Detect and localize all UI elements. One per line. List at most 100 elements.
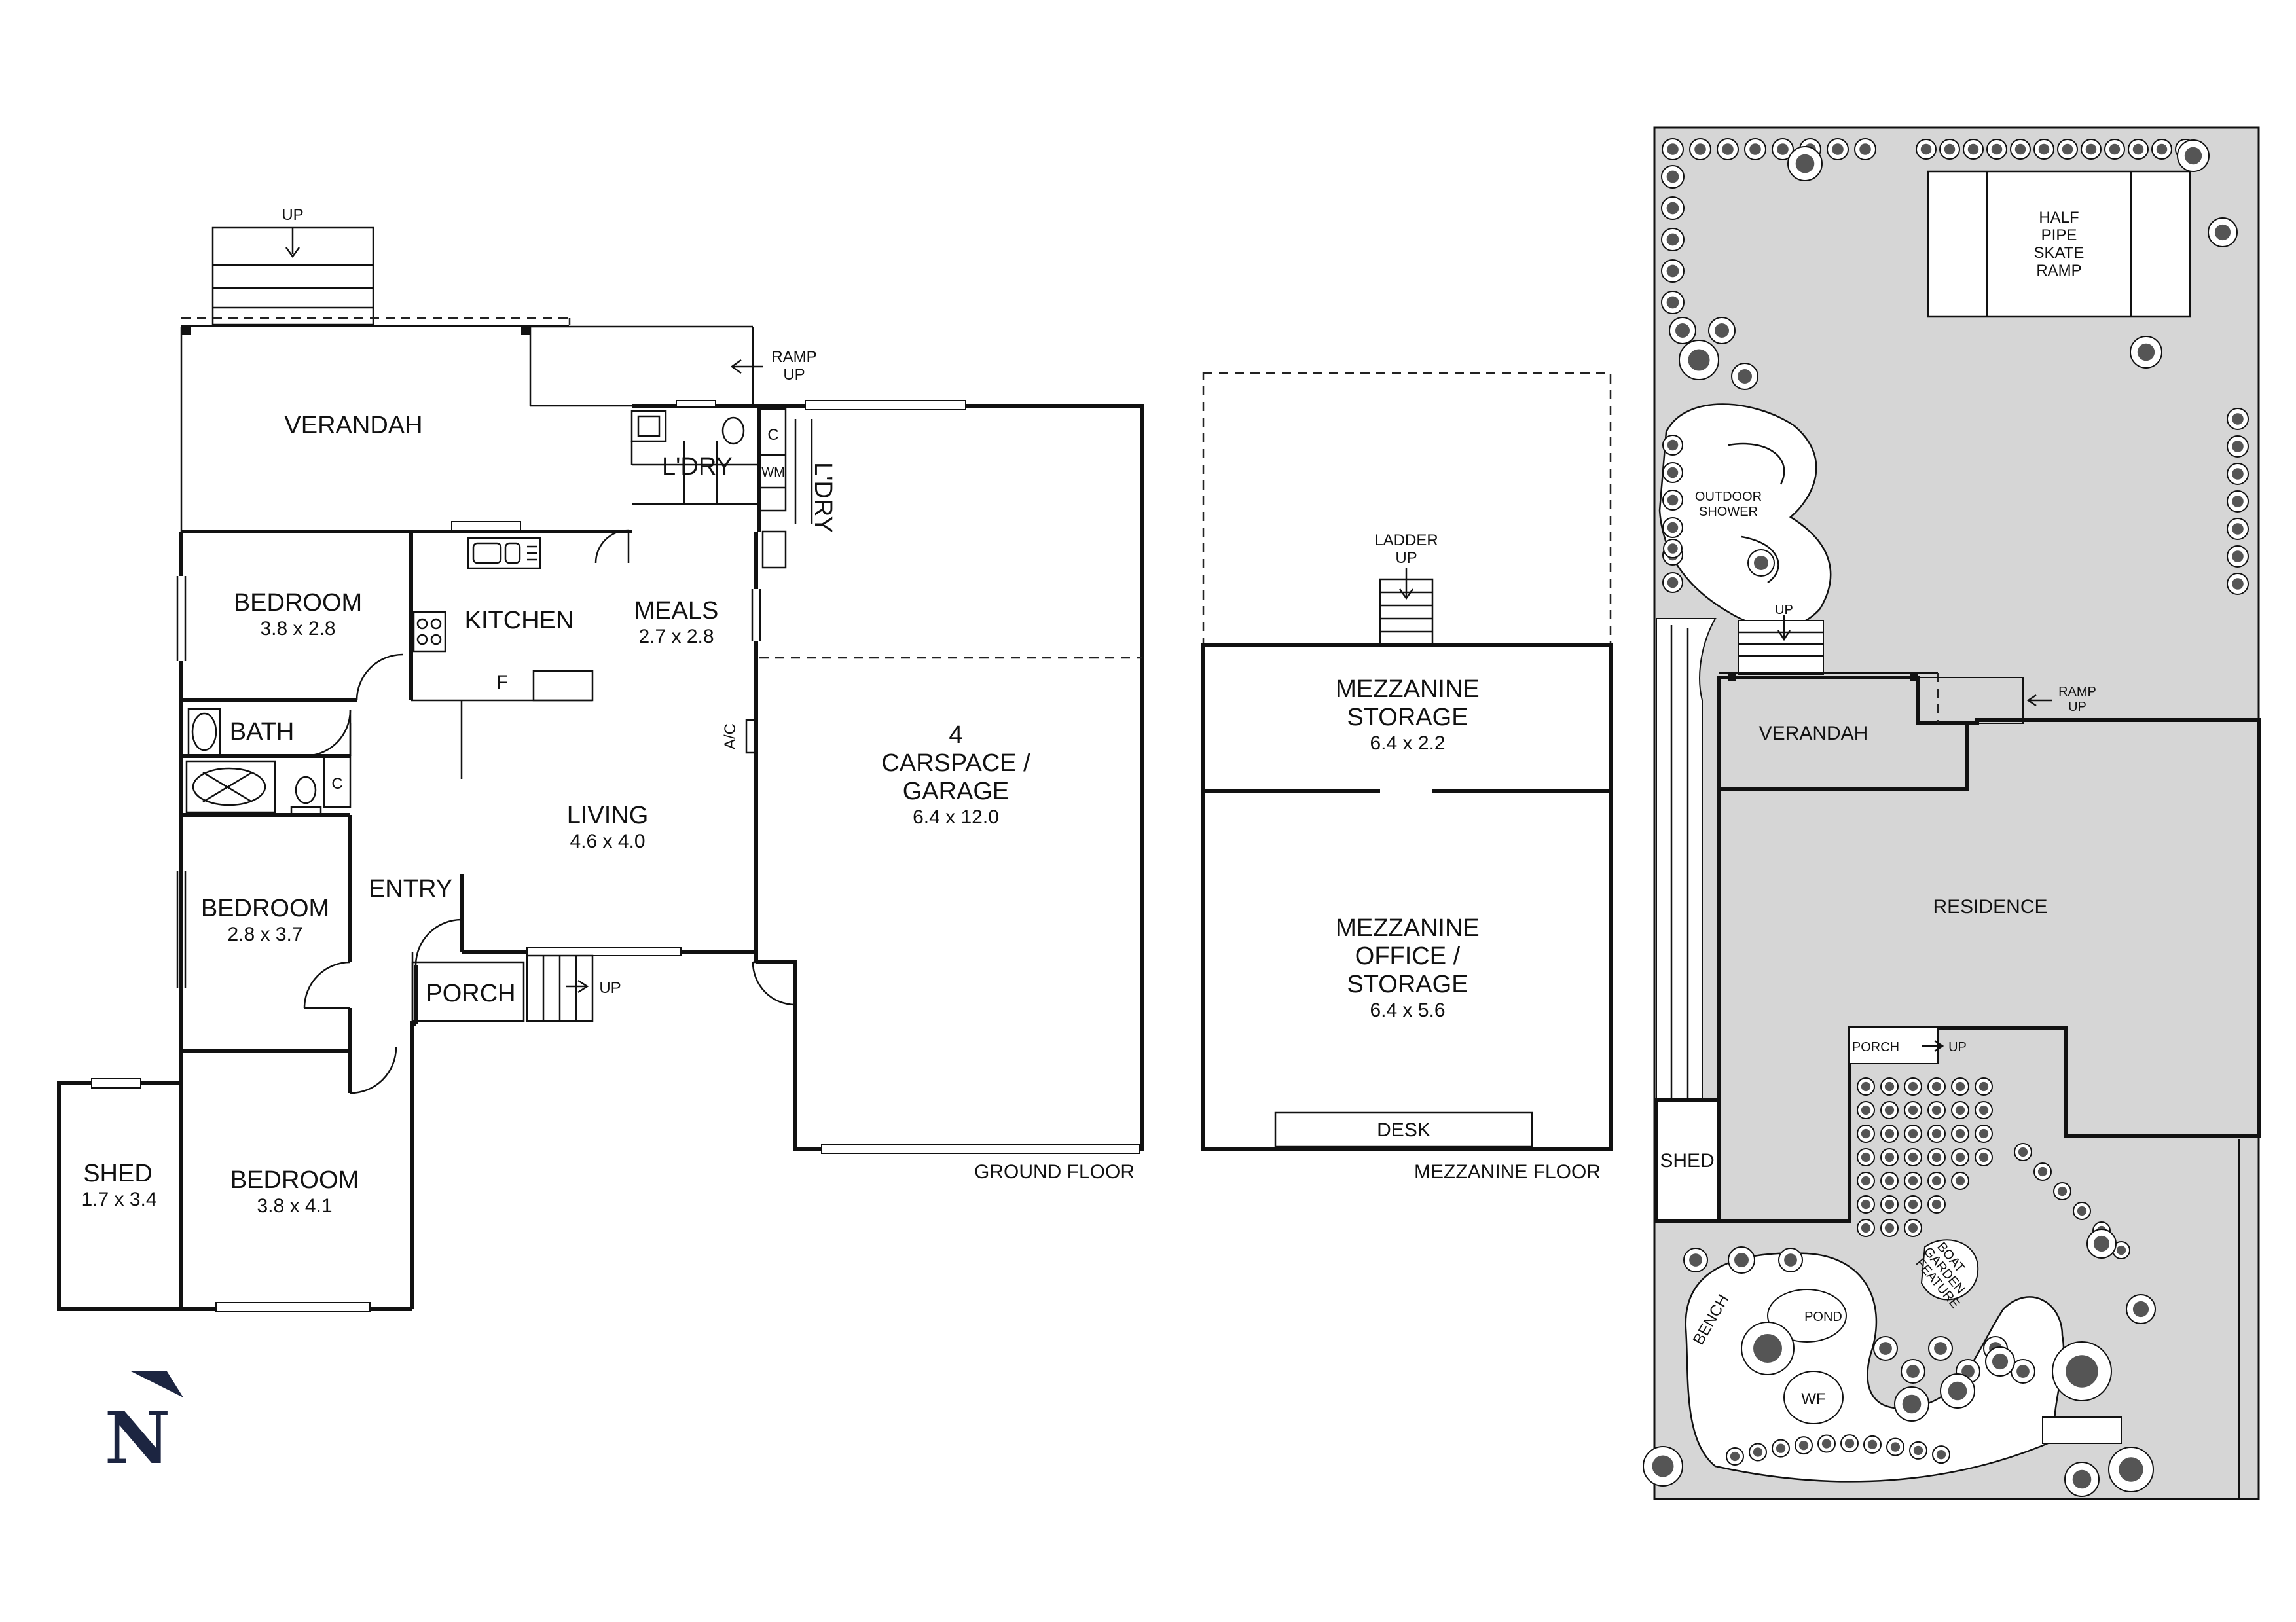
tree-canopy-icon	[1936, 1450, 1946, 1460]
tree-canopy-icon	[1667, 467, 1679, 478]
tree-canopy-icon	[2232, 550, 2244, 562]
mezzanine-floor-label: MEZZANINE FLOOR	[1414, 1161, 1601, 1183]
tree-canopy-icon	[1795, 154, 1815, 173]
site-ramp-up-1: RAMP	[2058, 685, 2096, 699]
outdoor-shower-line-1: OUTDOOR	[1695, 490, 1762, 504]
tree-canopy-icon	[1667, 543, 1678, 554]
tree-canopy-icon	[2037, 1166, 2048, 1177]
mezzanine-floor-plan: LADDER UP MEZZANINE STORAGE 6.4 x 2.2 ME…	[1201, 372, 1613, 1183]
tree-canopy-icon	[2184, 147, 2202, 165]
tree-canopy-icon	[2062, 143, 2073, 155]
tree-canopy-icon	[1667, 494, 1679, 506]
tree-canopy-icon	[1978, 1081, 1989, 1092]
tree-canopy-icon	[2156, 143, 2168, 155]
tree-canopy-icon	[1931, 1152, 1942, 1162]
site-porch-up-label: UP	[1948, 1040, 1967, 1054]
tree-canopy-icon	[1867, 1439, 1878, 1449]
tree-canopy-icon	[1884, 1081, 1895, 1092]
tree-canopy-icon	[1967, 143, 1979, 155]
tree-canopy-icon	[1749, 143, 1761, 155]
tree-canopy-icon	[2137, 343, 2155, 361]
tree-canopy-icon	[2093, 1235, 2110, 1252]
tree-canopy-icon	[1753, 1334, 1782, 1363]
tree-canopy-icon	[1908, 1176, 1918, 1186]
tree-canopy-icon	[2119, 1457, 2143, 1482]
tree-canopy-icon	[1667, 439, 1679, 451]
skate-ramp-line-1: HALF	[2039, 209, 2079, 226]
mezz-office-line-3: STORAGE	[1347, 971, 1468, 998]
bedroom3-name: BEDROOM	[230, 1166, 359, 1194]
mezz-storage-size: 6.4 x 2.2	[1370, 732, 1445, 754]
tree-canopy-icon	[2232, 523, 2244, 535]
tree-canopy-icon	[1884, 1176, 1895, 1186]
entry-label: ENTRY	[369, 875, 452, 903]
tree-canopy-icon	[1884, 1223, 1895, 1233]
tree-canopy-icon	[1667, 143, 1679, 155]
tree-canopy-icon	[1992, 1353, 2009, 1370]
tree-canopy-icon	[1931, 1081, 1942, 1092]
living-size: 4.6 x 4.0	[570, 831, 645, 852]
north-label: N	[105, 1396, 171, 1480]
bedroom1-name: BEDROOM	[234, 589, 362, 617]
tree-canopy-icon	[1666, 296, 1679, 309]
tree-canopy-icon	[1884, 1128, 1895, 1139]
tree-canopy-icon	[1738, 369, 1752, 384]
tree-canopy-icon	[1821, 1439, 1832, 1449]
tree-canopy-icon	[1861, 1152, 1871, 1162]
tree-canopy-icon	[1978, 1105, 1989, 1115]
tree-canopy-icon	[1955, 1081, 1965, 1092]
tree-canopy-icon	[2116, 1245, 2126, 1255]
mezz-storage-line-2: STORAGE	[1347, 704, 1468, 731]
tree-canopy-icon	[1798, 1441, 1809, 1451]
tree-canopy-icon	[2085, 143, 2097, 155]
tree-canopy-icon	[1776, 1443, 1786, 1453]
tree-canopy-icon	[1978, 1128, 1989, 1139]
tree-canopy-icon	[2038, 143, 2050, 155]
tree-canopy-icon	[2014, 143, 2026, 155]
tree-canopy-icon	[2072, 1469, 2092, 1489]
tree-canopy-icon	[1931, 1105, 1942, 1115]
tree-canopy-icon	[1955, 1152, 1965, 1162]
tree-canopy-icon	[1884, 1152, 1895, 1162]
site-up-label: UP	[1775, 603, 1793, 617]
tree-canopy-icon	[1931, 1199, 1942, 1210]
tree-canopy-icon	[1832, 143, 1844, 155]
tree-canopy-icon	[2132, 1301, 2149, 1318]
tree-canopy-icon	[1861, 1105, 1871, 1115]
tree-canopy-icon	[1931, 1128, 1942, 1139]
tree-canopy-icon	[1859, 143, 1871, 155]
tree-canopy-icon	[1722, 143, 1734, 155]
bedroom2-name: BEDROOM	[201, 895, 329, 922]
tree-canopy-icon	[1666, 233, 1679, 246]
tree-canopy-icon	[1666, 202, 1679, 215]
tree-canopy-icon	[1730, 1451, 1740, 1462]
tree-canopy-icon	[1908, 1199, 1918, 1210]
tree-canopy-icon	[1961, 1365, 1975, 1378]
tree-canopy-icon	[1861, 1176, 1871, 1186]
tree-canopy-icon	[2132, 143, 2144, 155]
north-compass: N	[105, 1371, 183, 1480]
garage-size: 6.4 x 12.0	[913, 806, 999, 828]
bedroom2-size: 2.8 x 3.7	[227, 924, 302, 945]
site-trees	[1643, 138, 2249, 1497]
tree-canopy-icon	[1844, 1438, 1855, 1449]
tree-canopy-icon	[1890, 1442, 1901, 1452]
porch-label: PORCH	[426, 980, 515, 1007]
tree-canopy-icon	[1955, 1128, 1965, 1139]
tree-canopy-icon	[1689, 1253, 1702, 1267]
ramp-up-label-1: RAMP	[771, 348, 816, 366]
tree-canopy-icon	[2057, 1186, 2068, 1197]
fridge-label: F	[496, 672, 508, 693]
up-top-label: UP	[282, 206, 303, 224]
skate-ramp-line-2: PIPE	[2041, 226, 2077, 244]
tree-canopy-icon	[1861, 1081, 1871, 1092]
verandah-label: VERANDAH	[284, 412, 422, 439]
ramp-up-label-2: UP	[783, 366, 805, 384]
tree-canopy-icon	[1784, 1253, 1797, 1267]
tree-canopy-icon	[1861, 1223, 1871, 1233]
tree-canopy-icon	[1955, 1176, 1965, 1186]
tree-canopy-icon	[1861, 1199, 1871, 1210]
pond-label: POND	[1804, 1310, 1842, 1324]
shed-name: SHED	[83, 1160, 153, 1187]
